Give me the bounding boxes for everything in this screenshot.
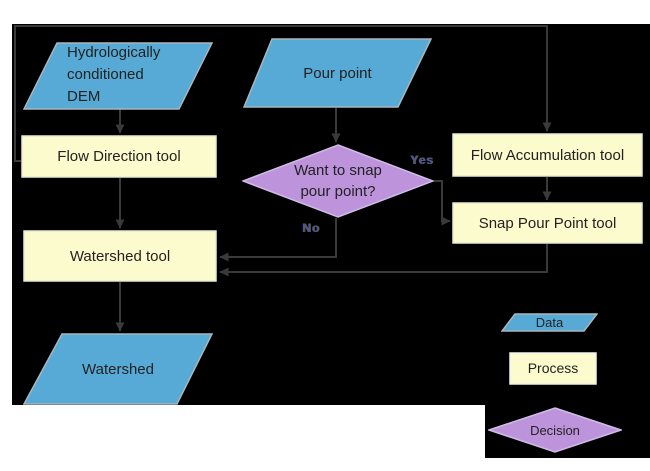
node-pour-point: Pour point [243,38,432,108]
dem-parallelogram [23,42,213,110]
watershed-tool-rect [23,230,217,282]
node-watershed-tool: Watershed tool [23,230,217,282]
legend-item-decision: Decision [488,407,622,453]
node-flow-accumulation-tool: Flow Accumulation tool [452,133,643,177]
flow-direction-rect [21,135,217,178]
node-snap-pour-point-tool: Snap Pour Point tool [452,202,643,244]
legend-process-label: Process [527,360,579,376]
watershed-tool-label: Watershed tool [69,247,171,265]
legend-item-data: Data [501,313,598,332]
edge-label-no: No [302,221,320,235]
node-flow-direction-tool: Flow Direction tool [21,135,217,178]
node-hydrologically-conditioned-dem: Hydrologically conditioned DEM [23,42,213,110]
decision-diamond [242,144,434,218]
legend-process-rect [509,352,597,385]
edge-label-yes: Yes [410,153,434,167]
snap-pour-point-label: Snap Pour Point tool [478,214,617,232]
node-want-to-snap-decision: Want to snap pour point? [242,144,434,218]
pour-point-label: Pour point [303,64,372,82]
legend-data-label: Data [535,315,564,330]
flow-accumulation-rect [452,133,643,177]
legend-decision-diamond [488,407,622,453]
pour-point-parallelogram [243,38,432,108]
decision-label: Want to snap pour point? [294,162,382,200]
watershed-output-label: Watershed [82,360,154,378]
flow-accumulation-label: Flow Accumulation tool [470,146,625,164]
watershed-parallelogram [23,333,213,405]
flow-direction-label: Flow Direction tool [57,148,181,165]
snap-pour-point-rect [452,202,643,244]
dem-label: Hydrologically conditioned DEM [67,44,161,105]
legend-decision-label: Decision [530,422,580,438]
node-watershed-output: Watershed [23,333,213,405]
legend-data-parallelogram [501,313,598,332]
legend-item-process: Process [509,352,597,385]
